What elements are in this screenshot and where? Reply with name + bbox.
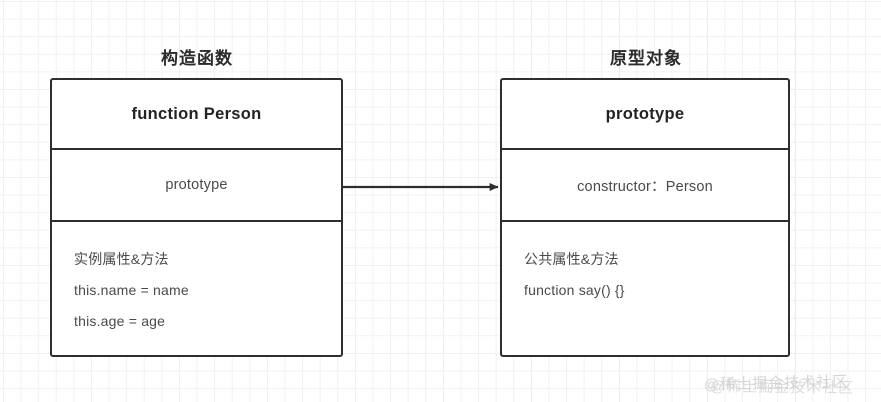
- uml-box-constructor: function Person prototype 实例属性&方法 this.n…: [50, 78, 343, 357]
- uml-box-prototype-body-row: 公共属性&方法 function say() {}: [502, 222, 788, 355]
- uml-box-constructor-title: function Person: [131, 104, 262, 123]
- uml-box-constructor-title-row: function Person: [52, 80, 341, 150]
- uml-box-constructor-middle-label: prototype: [165, 177, 228, 193]
- uml-box-constructor-body-line-3: this.age = age: [74, 313, 166, 329]
- uml-box-prototype-middle-label: constructor：Person: [577, 178, 713, 195]
- uml-box-constructor-body-row: 实例属性&方法 this.name = name this.age = age: [52, 222, 341, 355]
- caption-prototype-object: 原型对象: [610, 49, 682, 68]
- watermark-text-lower: @稀土掘金技术社区: [709, 378, 855, 397]
- watermark-text-upper: @稀土掘金技术社区: [703, 373, 849, 394]
- uml-box-prototype-title: prototype: [605, 104, 685, 123]
- uml-box-prototype-body-line-1: 公共属性&方法: [524, 251, 619, 267]
- uml-box-constructor-body-line-1: 实例属性&方法: [74, 251, 169, 267]
- caption-constructor: 构造函数: [161, 49, 233, 68]
- uml-box-prototype-middle-row: constructor：Person: [502, 150, 788, 222]
- uml-box-constructor-body-line-2: this.name = name: [74, 282, 189, 298]
- prototype-link-arrow-icon: [341, 183, 499, 191]
- uml-box-constructor-middle-row: prototype: [52, 150, 341, 222]
- uml-box-prototype-body-line-2: function say() {}: [524, 282, 625, 298]
- uml-box-prototype-title-row: prototype: [502, 80, 788, 150]
- uml-box-prototype: prototype constructor：Person 公共属性&方法 fun…: [500, 78, 790, 357]
